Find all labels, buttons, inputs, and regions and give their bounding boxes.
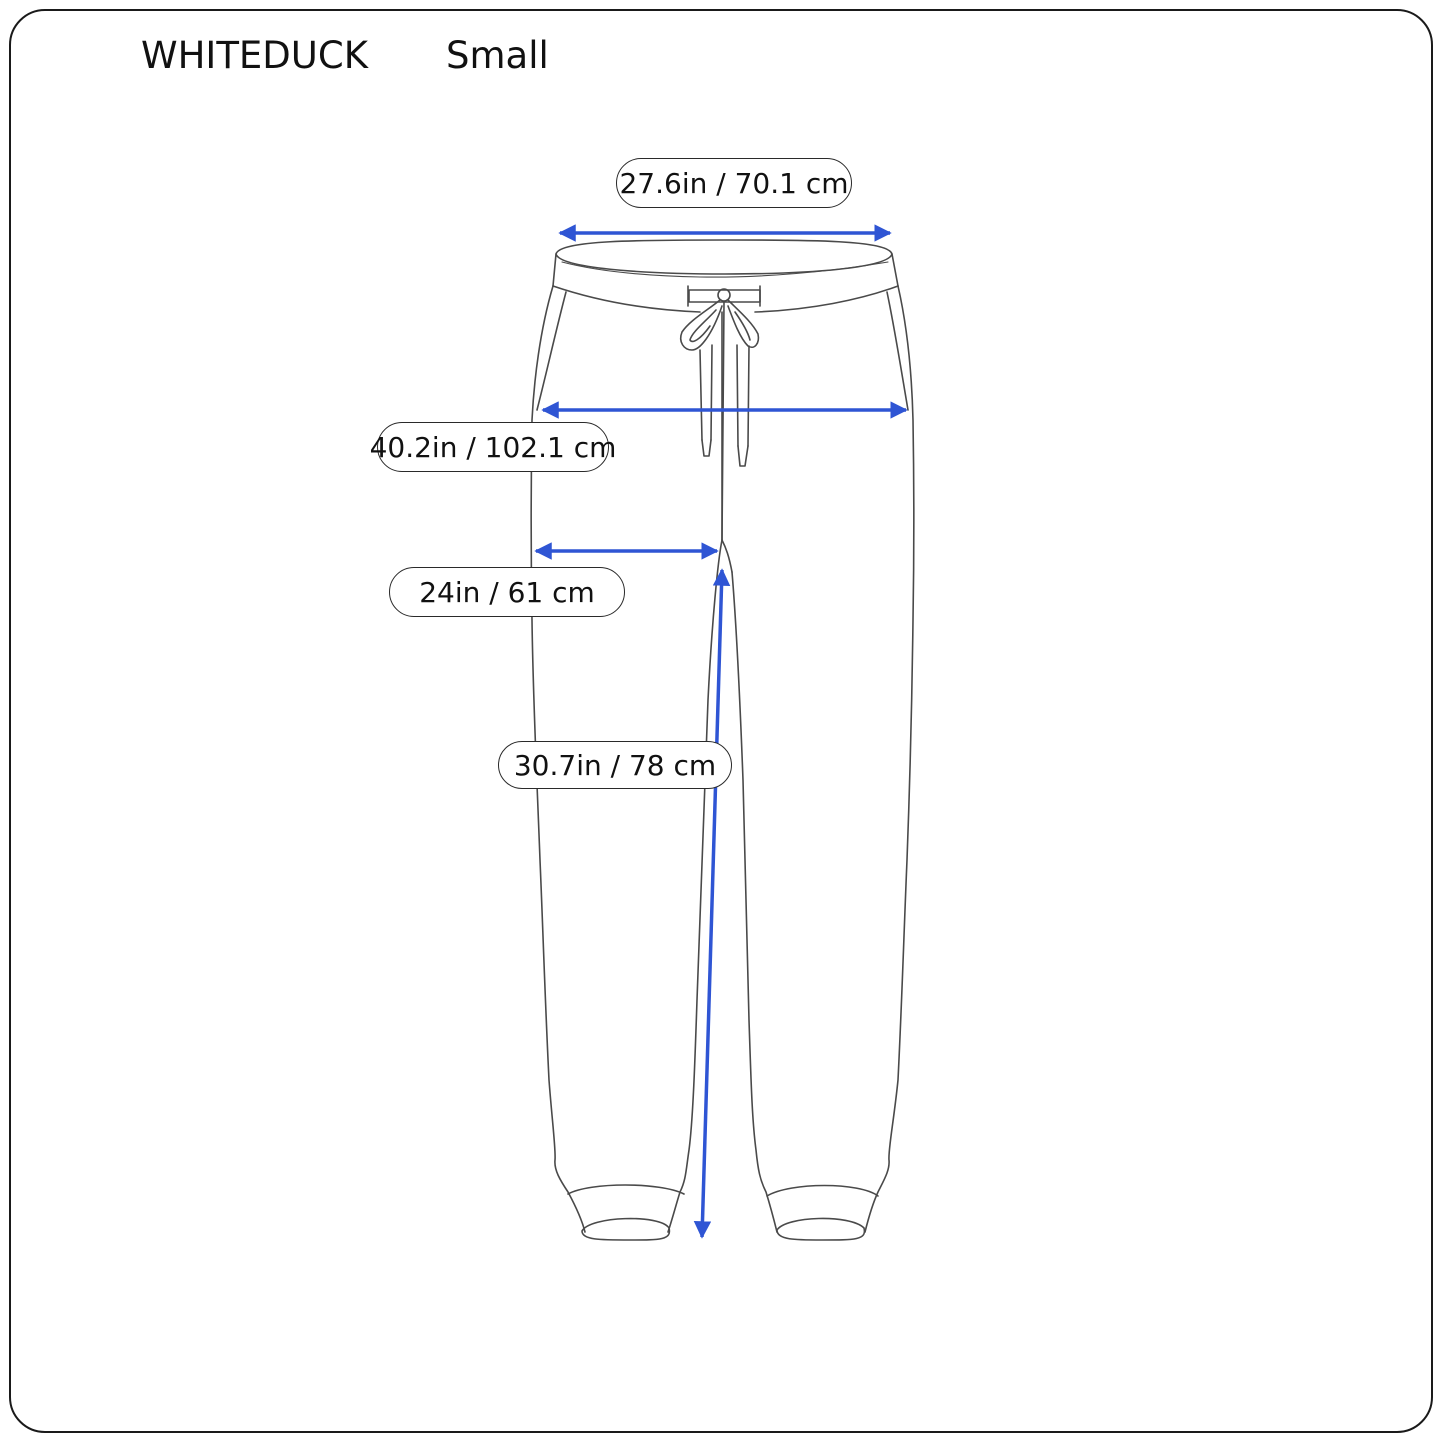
inseam-measurement-label: 30.7in / 78 cm [498, 741, 732, 789]
left-cuff-bottom [581, 1217, 671, 1241]
right-leg-outer [864, 285, 915, 1233]
drawstring-right-string-b [747, 345, 750, 447]
drawstring-left-tip [701, 439, 712, 457]
left-cuff-top [567, 1184, 685, 1195]
hip-measurement-label: 40.2in / 102.1 cm [370, 422, 616, 472]
crotch-curve [721, 539, 733, 573]
drawstring-right-string-a [736, 344, 739, 447]
right-leg-inner [731, 571, 778, 1233]
drawstring-right-loop [727, 299, 760, 349]
right-pocket [886, 291, 909, 411]
thigh-measurement-label: 24in / 61 cm [389, 567, 625, 617]
left-pocket [536, 291, 567, 411]
waistband-bottom [552, 285, 899, 313]
measurement-arrows [534, 224, 908, 1239]
right-cuff-bottom [776, 1217, 866, 1241]
center-seam [721, 301, 725, 541]
drawstring-knot [717, 288, 731, 302]
drawstring-left-string-a [699, 349, 703, 441]
drawstring-right-tip [737, 445, 749, 467]
drawstring-left-string-b [710, 344, 713, 441]
drawstring-right-loop-inner [734, 311, 751, 341]
waistband-left-side [552, 253, 557, 287]
drawstring-left-loop [679, 299, 723, 351]
inseam-arrow [693, 568, 731, 1239]
waistband-right-side [891, 253, 899, 287]
brand-name: WHITEDUCK [141, 34, 368, 77]
size-label: Small [446, 34, 549, 77]
waistband-ruffle [561, 261, 889, 278]
pants-outline [530, 239, 915, 1241]
waist-measurement-label: 27.6in / 70.1 cm [616, 158, 852, 208]
right-cuff-top [766, 1184, 879, 1197]
drawstring-left-loop-inner [689, 309, 717, 343]
